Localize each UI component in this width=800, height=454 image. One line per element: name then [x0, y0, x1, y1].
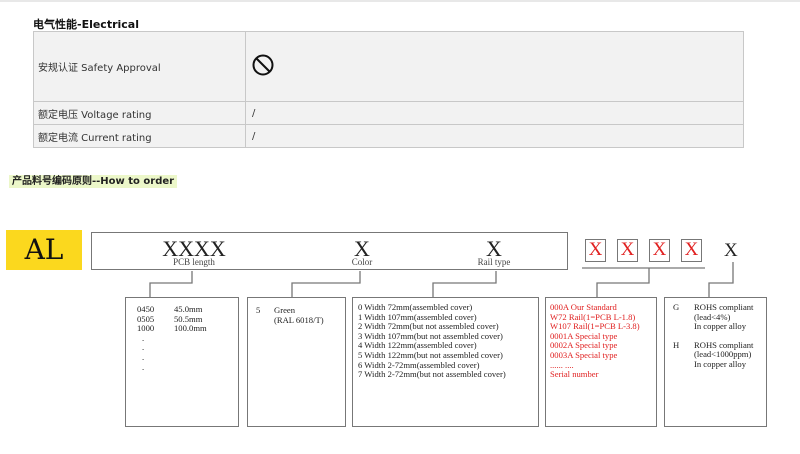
- list-item: H ROHS compliant: [673, 339, 766, 351]
- rohs-code: X: [724, 240, 738, 261]
- top-divider: [0, 0, 800, 2]
- length-option-code: 0505: [137, 313, 155, 324]
- list-item: 0002A Special type: [550, 340, 618, 351]
- list-item: 4 Width 122mm(assembled cover): [358, 340, 477, 351]
- spec-label: 安规认证 Safety Approval: [33, 31, 246, 102]
- list-item: 6 Width 2-72mm(assembled cover): [358, 359, 480, 370]
- serial-code-2: X: [617, 239, 638, 262]
- list-item: 3 Width 107mm(but not assembled cover): [358, 330, 503, 341]
- list-item: 5 Green: [256, 305, 345, 316]
- prefix-text: AL: [24, 233, 64, 266]
- rail-code: X: [486, 236, 502, 261]
- table-row: 额定电流 Current rating /: [33, 124, 744, 148]
- list-item: W107 Rail(1=PCB L-3.8): [550, 321, 640, 332]
- electrical-spec-table: 安规认证 Safety Approval 额定电压 Voltage rating…: [33, 31, 744, 148]
- serial-code-3: X: [649, 239, 670, 262]
- ellipsis-dot: .: [142, 332, 145, 343]
- spec-value: /: [245, 101, 744, 125]
- length-option-value: 100.0mm: [174, 323, 207, 334]
- length-code-label: PCB length: [173, 257, 215, 267]
- ellipsis-dot: .: [142, 361, 145, 372]
- electrical-section-title: 电气性能-Electrical: [33, 18, 139, 31]
- serial-options-box: 000A Our Standard W72 Rail(1=PCB L-1.8) …: [545, 297, 657, 427]
- length-option-value: 45.0mm: [174, 304, 203, 314]
- list-item: 7 Width 2-72mm(but not assembled cover): [358, 369, 506, 380]
- list-item: Serial number: [550, 369, 599, 380]
- code-box: XXXX PCB length X Color X Rail type: [91, 232, 568, 270]
- ellipsis-dot: .: [142, 342, 145, 353]
- rohs-option-text: ROHS compliant: [694, 339, 754, 350]
- rohs-option-material: In copper alloy: [694, 358, 747, 369]
- length-code: XXXX: [162, 236, 226, 261]
- color-option-name: Green: [274, 305, 295, 315]
- rohs-option-lead: (lead<1000ppm): [694, 349, 752, 360]
- order-section-title: 产品料号编码原则--How to order: [9, 175, 178, 188]
- rail-options-box: 0 Width 72mm(assembled cover) 1 Width 10…: [352, 297, 539, 427]
- length-option-value: 50.5mm: [174, 313, 203, 324]
- rohs-option-material: In copper alloy: [694, 321, 747, 332]
- rail-code-label: Rail type: [477, 257, 511, 267]
- prefix-box: AL: [6, 230, 82, 270]
- length-option-code: 0450: [137, 304, 155, 314]
- color-option-ral: (RAL 6018/T): [274, 314, 324, 325]
- length-options-box: 0450 45.0mm 0505 50.5mm 1000 100.0mm . .…: [125, 297, 239, 427]
- list-item: 0505 50.5mm: [137, 313, 238, 325]
- rohs-options-box: G ROHS compliant (lead<4%) In copper all…: [664, 297, 767, 427]
- ellipsis-dot: .: [142, 351, 145, 362]
- list-item: 0450 45.0mm: [137, 304, 238, 315]
- spec-value: /: [245, 124, 744, 148]
- spec-label: 额定电流 Current rating: [33, 124, 246, 148]
- list-item: 5 Width 122mm(but not assembled cover): [358, 349, 503, 360]
- list-item: 0 Width 72mm(assembled cover): [358, 302, 473, 312]
- list-item: 1000 100.0mm: [137, 324, 238, 334]
- rohs-option-code: G: [673, 302, 680, 312]
- rohs-option-text: ROHS compliant: [694, 302, 754, 312]
- list-item: 0003A Special type: [550, 349, 618, 360]
- serial-code-1: X: [585, 239, 606, 262]
- length-option-code: 1000: [137, 323, 155, 334]
- list-item: ...... ....: [550, 359, 574, 370]
- color-options-box: 5 Green (RAL 6018/T): [247, 297, 346, 427]
- table-row: 额定电压 Voltage rating /: [33, 101, 744, 125]
- list-item: G ROHS compliant: [673, 302, 766, 313]
- list-item: 1 Width 107mm(assembled cover): [358, 311, 477, 322]
- rohs-option-lead: (lead<4%): [694, 311, 731, 322]
- color-code: X: [354, 236, 370, 261]
- color-code-label: Color: [351, 257, 373, 267]
- list-item: 0001A Special type: [550, 330, 618, 341]
- list-item: W72 Rail(1=PCB L-1.8): [550, 311, 636, 322]
- list-item: 000A Our Standard: [550, 302, 617, 312]
- color-option-code: 5: [256, 305, 261, 315]
- no-approval-icon: [252, 54, 274, 76]
- list-item: 2 Width 72mm(but not assembled cover): [358, 321, 499, 332]
- rohs-option-code: H: [673, 339, 680, 350]
- serial-code-4: X: [681, 239, 702, 262]
